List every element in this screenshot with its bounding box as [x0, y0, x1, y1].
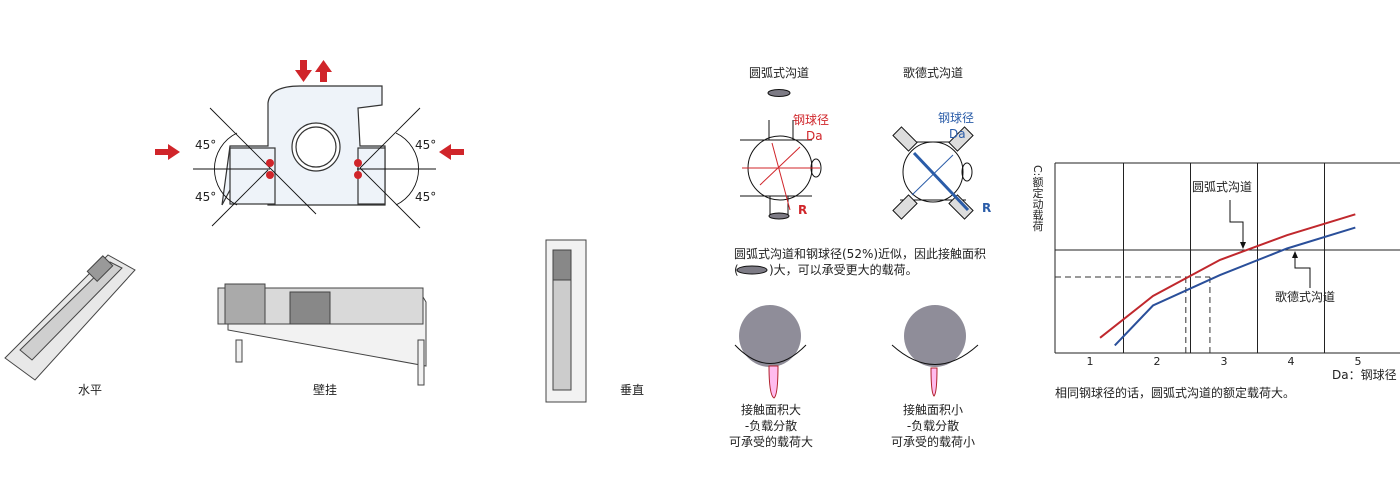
contact-small-diagram: [891, 305, 979, 397]
actuator-vertical: [545, 239, 587, 403]
legend-circular: 圆弧式沟道: [1192, 180, 1253, 194]
groove-note-suffix: )大，可以承受更大的载荷。: [769, 263, 918, 277]
mount-horizontal-label: 水平: [77, 383, 103, 397]
angle-label: 45°: [195, 138, 217, 152]
actuator-horizontal: [4, 254, 136, 381]
text-line: 接触面积小: [902, 403, 964, 417]
chart-ylabel: C:额定动载荷: [1031, 165, 1044, 232]
x-tick-label: 5: [1354, 355, 1362, 368]
contact-angle-lines: [193, 107, 436, 229]
x-tick-label: 4: [1287, 355, 1295, 368]
r-label-red: R: [798, 203, 808, 217]
arrow-head-icon: [1240, 242, 1246, 249]
load-arrows: [155, 60, 464, 179]
angle-label: 45°: [195, 190, 217, 204]
series-line-gothic: [1114, 226, 1356, 347]
pointer-arrow: [1294, 254, 1311, 288]
mount-wall-label: 壁挂: [312, 383, 338, 397]
groove-note-line1: 圆弧式沟道和钢球径(52%)近似，因此接触面积: [734, 247, 987, 261]
chart-caption: 相同钢球径的话，圆弧式沟道的额定载荷大。: [1055, 386, 1296, 400]
x-tick-label: 1: [1086, 355, 1094, 368]
text-line: 接触面积大: [740, 403, 802, 417]
x-tick-label: 3: [1220, 355, 1228, 368]
circular-groove-title: 圆弧式沟道: [748, 66, 810, 80]
pointer-arrow: [1229, 200, 1244, 246]
angle-label: 45°: [415, 190, 437, 204]
arrow-head-icon: [1292, 251, 1298, 258]
text-line: -负载分散: [744, 419, 798, 433]
gothic-groove-title: 歌德式沟道: [902, 66, 964, 80]
series-line-circular: [1099, 213, 1356, 339]
slider-cross-section: [221, 85, 386, 206]
chart-xlabel: Da：钢球径: [1332, 368, 1397, 382]
ball-dia-label-blue: 钢球径: [938, 111, 975, 125]
groove-note-prefix: (: [734, 263, 739, 277]
circular-groove-diagram: [740, 89, 822, 220]
ball-dia-label-red: 钢球径: [793, 113, 830, 127]
angle-label: 45°: [415, 138, 437, 152]
legend-gothic: 歌德式沟道: [1275, 290, 1336, 304]
da-label-red: Da: [806, 129, 823, 143]
da-label-blue: Da: [949, 127, 966, 141]
gothic-groove-diagram: [892, 126, 974, 220]
r-label-blue: R: [982, 201, 992, 215]
x-tick-label: 2: [1153, 355, 1161, 368]
contact-ellipse-icon: [736, 265, 768, 275]
contact-large-text: 接触面积大 -负载分散 可承受的载荷大: [729, 402, 813, 450]
text-line: 可承受的载荷小: [890, 435, 976, 449]
text-line: 可承受的载荷大: [728, 435, 814, 449]
contact-small-text: 接触面积小 -负载分散 可承受的载荷小: [891, 402, 975, 450]
actuator-wall: [217, 283, 427, 386]
text-line: -负载分散: [906, 419, 960, 433]
mount-vertical-label: 垂直: [619, 383, 645, 397]
contact-large-diagram: [734, 305, 807, 399]
load-rating-chart: [1054, 162, 1400, 354]
